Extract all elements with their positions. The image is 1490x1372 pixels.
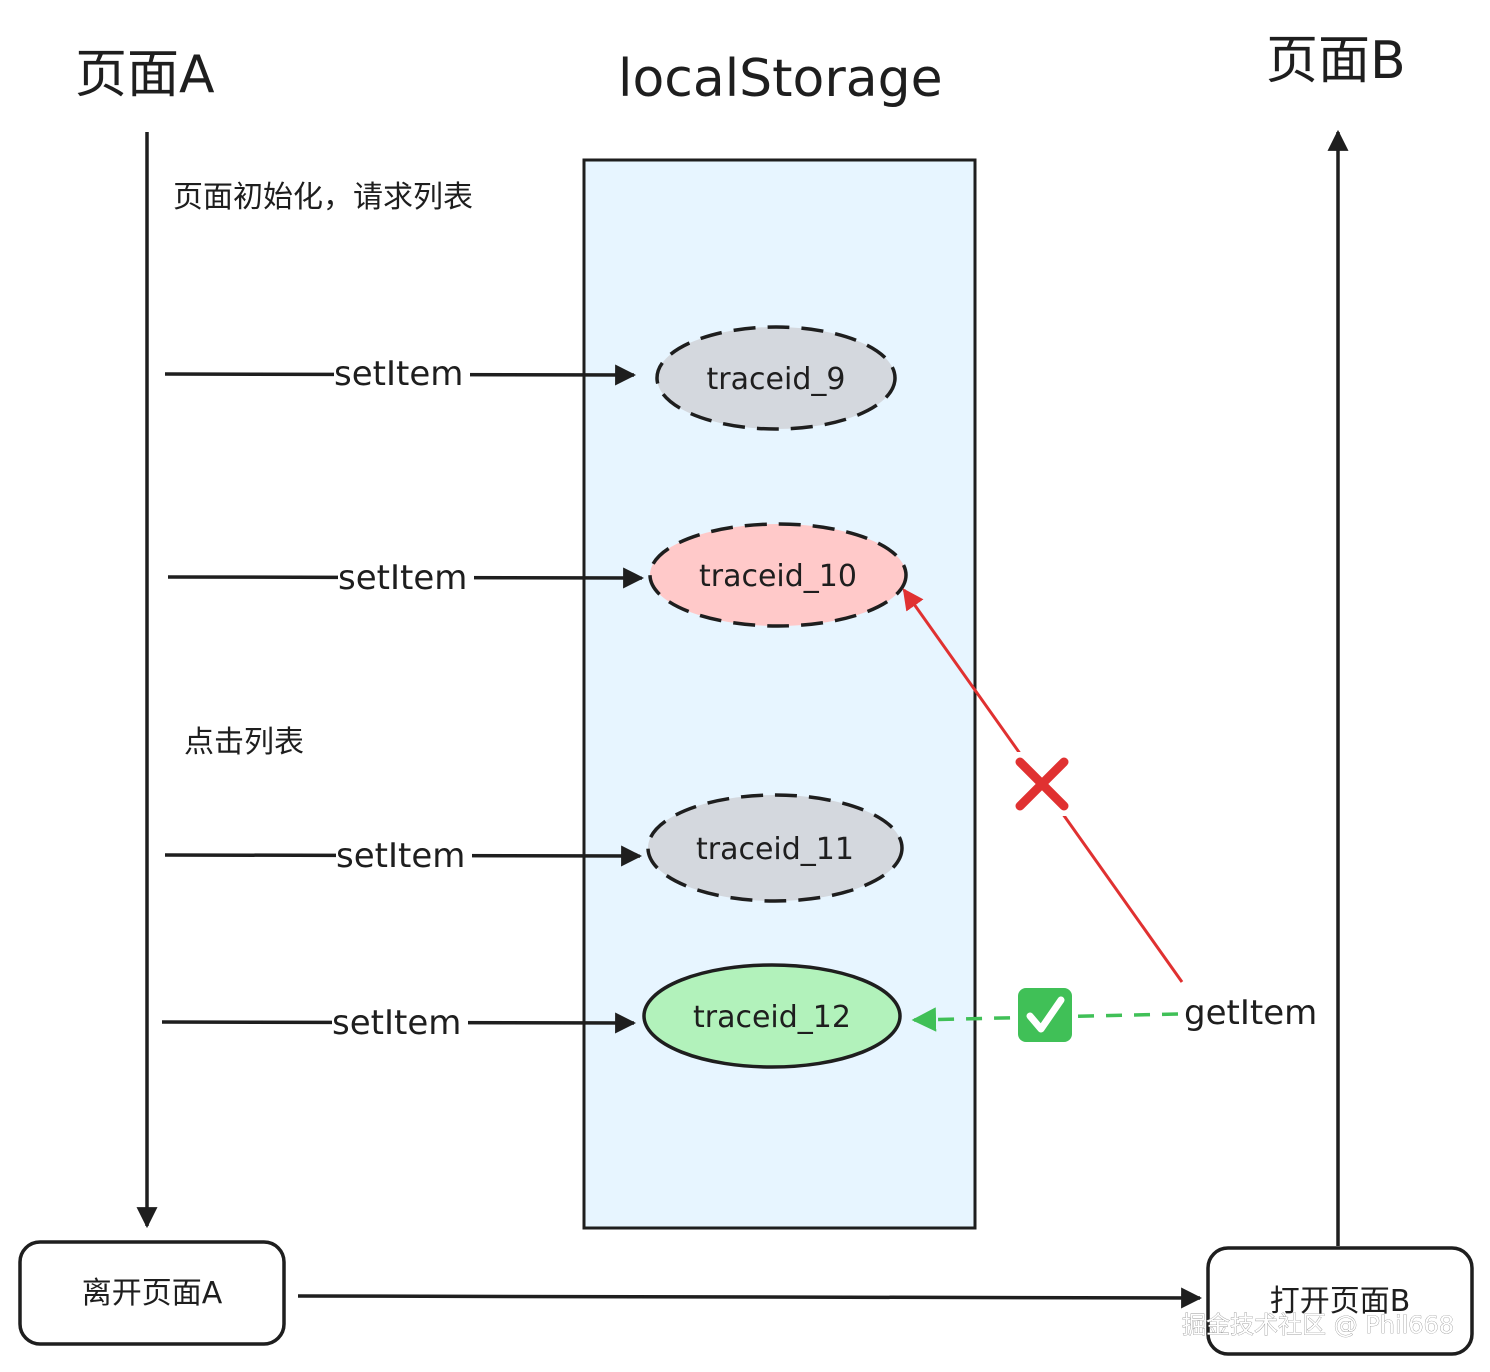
set-item-label-2: setItem [338, 558, 467, 598]
set-item-arrow-1: setItem [164, 352, 637, 396]
open-page-b-label: 打开页面B [1270, 1284, 1411, 1319]
set-item-arrow-3: setItem [164, 834, 643, 878]
set-item-label-1: setItem [334, 354, 463, 394]
init-note: 页面初始化，请求列表 [173, 180, 473, 215]
open-page-b-box: 打开页面B [1206, 1246, 1474, 1356]
transition-arrow [297, 1287, 1203, 1309]
set-item-label-3: setItem [336, 836, 465, 876]
traceid-node-11: traceid_11 [646, 793, 904, 903]
cross-mark-icon [1010, 752, 1074, 816]
traceid-node-10: traceid_10 [648, 522, 908, 628]
traceid-10-label: traceid_10 [699, 559, 857, 594]
storage-title: localStorage [618, 49, 943, 109]
get-item-label: getItem [1184, 993, 1317, 1033]
leave-page-a-label: 离开页面A [82, 1276, 223, 1311]
watermark-text: 掘金技术社区 @ Phil668 [1182, 1311, 1454, 1339]
leave-page-a-box: 离开页面A [18, 1240, 286, 1346]
traceid-node-9: traceid_9 [655, 325, 897, 431]
set-item-arrow-4: setItem [161, 1001, 637, 1045]
set-item-arrow-2: setItem [167, 556, 645, 600]
traceid-9-label: traceid_9 [707, 362, 846, 397]
page-b-title: 页面B [1266, 31, 1406, 91]
click-note: 点击列表 [184, 725, 304, 760]
traceid-12-label: traceid_12 [693, 1000, 851, 1035]
traceid-11-label: traceid_11 [696, 832, 854, 867]
check-mark-icon [1014, 988, 1072, 1042]
page-a-title: 页面A [75, 45, 215, 105]
set-item-label-4: setItem [332, 1003, 461, 1043]
traceid-node-12: traceid_12 [642, 963, 902, 1069]
